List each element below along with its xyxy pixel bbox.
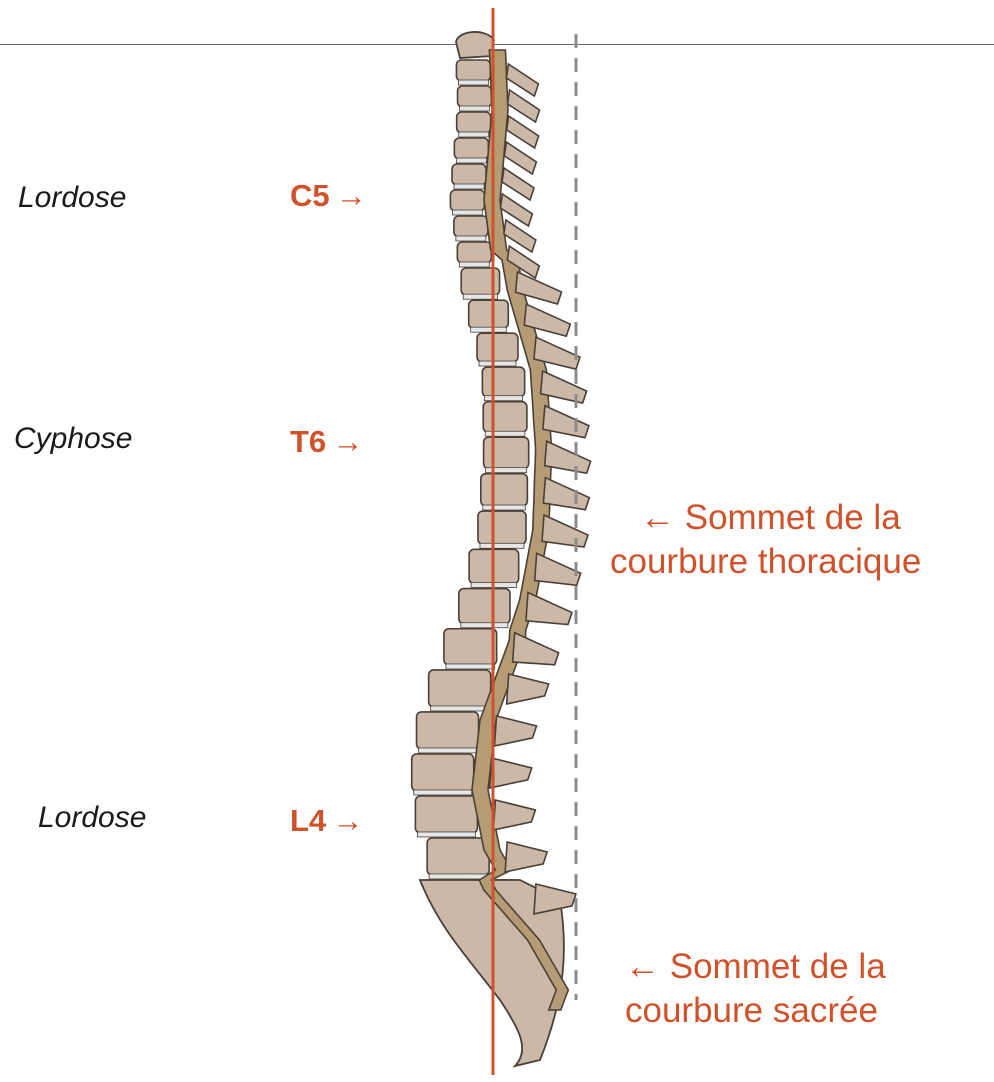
spinal-canal-band [471,49,570,1011]
level-label-c5: C5 [290,178,330,213]
spinous-process [523,303,572,338]
intervertebral-disc [416,831,476,838]
spinous-process [506,244,541,280]
vertebral-body [426,837,490,876]
intervertebral-disc [459,105,490,112]
spinous-process [514,270,563,305]
intervertebral-disc [479,542,525,549]
level-label-l4: L4 [290,803,327,838]
intervertebral-disc [482,504,526,511]
intervertebral-disc [445,663,496,670]
thoracic-apex-line2: courbure thoracique [610,542,922,581]
vertebral-body [456,85,493,108]
spinous-process [504,840,549,873]
intervertebral-disc [428,873,488,880]
vertebral-body [427,669,492,708]
spinous-process [501,166,535,202]
vertebral-body [482,436,530,470]
thoracic-apex-line1: ← Sommet de la [640,498,901,537]
intervertebral-disc [455,235,487,242]
intervertebral-disc [483,395,524,402]
intervertebral-disc [455,157,487,164]
level-marker-t6: T6→ [290,424,363,460]
spinous-process [505,62,540,98]
spinous-process [541,513,589,548]
vertebral-body [451,163,487,186]
intervertebral-disc [458,79,489,86]
intervertebral-disc [458,131,490,138]
intervertebral-disc [430,705,490,712]
vertebral-body [480,472,529,507]
vertebral-body [449,189,486,212]
spinous-process [492,798,537,831]
spinous-process [533,882,578,915]
intervertebral-disc [418,747,477,754]
spinous-process [499,192,534,228]
curve-name-thoracic: Cyphose [14,422,133,455]
intervertebral-disc [458,261,490,268]
vertebral-body [415,711,480,750]
curve-name-lumbar: Lordose [38,801,147,834]
spinous-process [503,218,537,254]
intervertebral-disc [485,467,528,474]
sacral-apex-line1: ← Sommet de la [625,947,886,986]
vertebral-body [453,215,489,238]
vertebral-body [453,137,490,160]
spinal-canal [471,49,570,1011]
vertebral-body [410,753,475,792]
curve-name-cervical: Lordose [18,181,127,214]
vertebral-body [443,627,498,666]
spinous-process [488,756,533,789]
sacral-apex-line2: courbure sacrée [625,991,878,1030]
right-arrow-icon: → [335,178,367,213]
right-arrow-icon: → [332,803,364,838]
intervertebral-disc [462,293,498,300]
spinous-process [493,714,538,747]
spinous-process [533,336,581,371]
right-arrow-icon: → [332,424,364,459]
level-label-t6: T6 [290,424,327,459]
intervertebral-disc [484,430,526,437]
intervertebral-disc [451,209,483,216]
spinous-process [503,140,538,176]
level-marker-l4: L4→ [290,803,363,839]
thoracic-apex-label: ← Sommet de la courbure thoracique [610,496,921,584]
vertebral-body [467,299,510,330]
vertebral-body [482,400,528,434]
spinous-process [505,114,540,150]
vertebral-body [455,111,492,134]
vertebral-body [455,59,492,82]
intervertebral-disc [453,183,485,190]
intervertebral-disc [478,360,517,367]
spinous-process [542,476,591,511]
spinous-process [525,591,573,626]
atlas-vertebra [455,31,495,59]
intervertebral-disc [460,622,509,629]
level-marker-c5: C5→ [290,178,367,214]
vertebral-body [477,510,527,546]
vertebral-body [481,366,526,398]
spinous-processes [488,62,592,915]
intervertebral-disc [413,789,473,796]
intervertebral-disc [470,326,507,333]
spinous-process [533,552,582,587]
spinous-process [505,672,550,705]
spinous-process [511,631,560,666]
sacral-apex-label: ← Sommet de la courbure sacrée [625,945,886,1033]
vertebral-body [414,795,479,834]
vertebral-body [458,587,511,625]
spinous-process [506,88,541,124]
top-divider [0,44,994,45]
vertebral-body [456,241,493,264]
vertebral-body [476,332,519,363]
